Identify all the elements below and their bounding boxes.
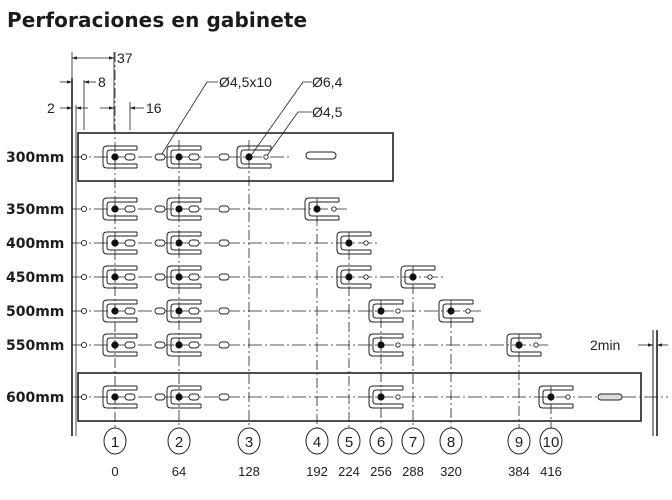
bracket-icon bbox=[368, 385, 404, 409]
position-marker bbox=[401, 427, 425, 455]
position-marker bbox=[439, 427, 463, 455]
bracket-icon bbox=[102, 197, 166, 221]
position-marker bbox=[167, 427, 191, 455]
dim-37: 37 bbox=[117, 50, 133, 66]
position-marker bbox=[539, 427, 563, 455]
dim-2min: 2min bbox=[590, 337, 620, 353]
bracket-icon bbox=[166, 231, 230, 255]
position-marker bbox=[507, 427, 531, 455]
bracket-icon bbox=[102, 145, 166, 169]
bracket-icon bbox=[236, 145, 272, 169]
bracket-icon bbox=[166, 299, 230, 323]
position-marker bbox=[305, 427, 329, 455]
bracket-icon bbox=[102, 385, 166, 409]
bracket-icon bbox=[166, 265, 230, 289]
bracket-icon bbox=[166, 145, 230, 169]
bracket-icon bbox=[368, 299, 404, 323]
bracket-icon bbox=[368, 333, 404, 357]
position-value: 320 bbox=[440, 464, 462, 479]
position-value: 384 bbox=[508, 464, 530, 479]
position-number: 2 bbox=[175, 434, 183, 451]
bracket-icon bbox=[304, 197, 340, 221]
bracket-icon bbox=[102, 231, 166, 255]
position-value: 192 bbox=[306, 464, 328, 479]
pin-icon bbox=[597, 393, 623, 401]
bracket-icon bbox=[102, 265, 166, 289]
bracket-icon bbox=[166, 333, 230, 357]
bracket-icon bbox=[400, 265, 436, 289]
row-label: 550mm bbox=[6, 338, 64, 354]
position-number: 9 bbox=[515, 434, 523, 451]
position-number: 10 bbox=[543, 434, 560, 451]
bracket-icon bbox=[538, 385, 574, 409]
dim-8: 8 bbox=[98, 74, 106, 90]
position-value: 128 bbox=[238, 464, 260, 479]
position-number: 8 bbox=[447, 434, 455, 451]
page-title: Perforaciones en gabinete bbox=[7, 8, 308, 32]
position-value: 256 bbox=[370, 464, 392, 479]
position-number: 1 bbox=[111, 434, 119, 451]
dim-2: 2 bbox=[47, 100, 55, 116]
position-number: 3 bbox=[245, 434, 253, 451]
row-label: 600mm bbox=[6, 390, 64, 406]
row-label: 500mm bbox=[6, 304, 64, 320]
position-value: 416 bbox=[540, 464, 562, 479]
callout-hole-small: Ø4,5 bbox=[312, 104, 343, 120]
position-marker bbox=[103, 427, 127, 455]
bracket-icon bbox=[102, 299, 166, 323]
bracket-icon bbox=[336, 231, 372, 255]
row-label: 450mm bbox=[6, 270, 64, 286]
position-number: 7 bbox=[409, 434, 417, 451]
position-number: 4 bbox=[313, 434, 321, 451]
position-value: 64 bbox=[172, 464, 186, 479]
dim-16: 16 bbox=[146, 100, 162, 116]
position-number: 6 bbox=[377, 434, 385, 451]
position-value: 224 bbox=[338, 464, 360, 479]
bracket-icon bbox=[102, 333, 166, 357]
position-marker bbox=[369, 427, 393, 455]
callout-slot: Ø4,5x10 bbox=[219, 74, 272, 90]
position-value: 0 bbox=[111, 464, 118, 479]
bracket-icon bbox=[506, 333, 542, 357]
position-marker bbox=[337, 427, 361, 455]
position-number: 5 bbox=[345, 434, 353, 451]
position-marker bbox=[237, 427, 261, 455]
position-value: 288 bbox=[402, 464, 424, 479]
bracket-icon bbox=[438, 299, 474, 323]
row-label: 350mm bbox=[6, 202, 64, 218]
bracket-icon bbox=[166, 197, 230, 221]
bracket-icon bbox=[336, 265, 372, 289]
callout-hole-large: Ø6,4 bbox=[312, 74, 343, 90]
row-label: 300mm bbox=[6, 150, 64, 166]
bracket-icon bbox=[166, 385, 230, 409]
row-label: 400mm bbox=[6, 236, 64, 252]
